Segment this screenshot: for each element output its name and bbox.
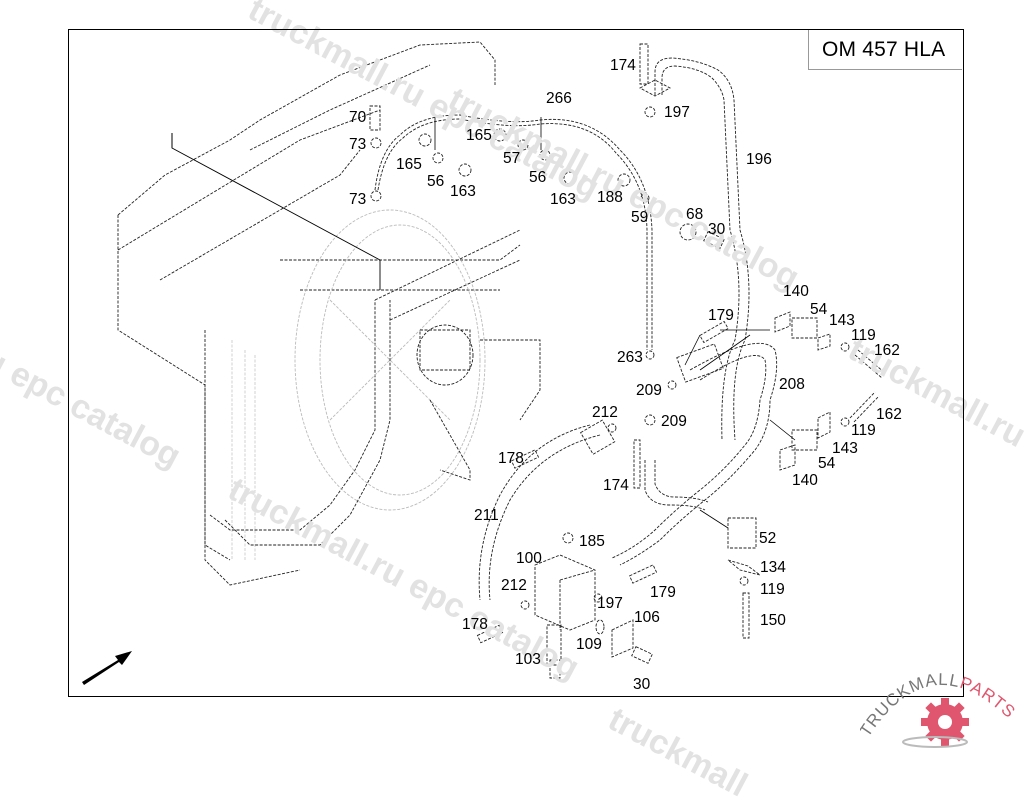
callout-30[interactable]: 30 <box>633 676 651 693</box>
fan-hub <box>416 324 541 481</box>
callout-103[interactable]: 103 <box>515 651 541 668</box>
diagram-frame <box>68 29 964 697</box>
callout-119[interactable]: 119 <box>851 422 876 439</box>
callout-197[interactable]: 197 <box>664 104 690 121</box>
callout-263[interactable]: 263 <box>617 349 643 366</box>
callout-174[interactable]: 174 <box>610 57 636 74</box>
callout-211[interactable]: 211 <box>474 507 499 524</box>
callout-179[interactable]: 179 <box>708 307 734 324</box>
callout-109[interactable]: 109 <box>576 636 602 653</box>
valve-103 <box>546 624 562 679</box>
callout-212[interactable]: 212 <box>592 404 618 421</box>
callout-197[interactable]: 197 <box>597 595 623 612</box>
orientation-arrow-icon <box>82 651 132 685</box>
callout-143[interactable]: 143 <box>832 440 858 457</box>
callout-57[interactable]: 57 <box>503 150 521 167</box>
truckmallparts-logo: TRUCKMALLPARTS <box>856 660 1024 750</box>
callout-185[interactable]: 185 <box>579 533 605 550</box>
parts-diagram-drawing <box>82 41 886 685</box>
callout-70[interactable]: 70 <box>349 109 367 126</box>
callout-56[interactable]: 56 <box>427 173 445 190</box>
callout-68[interactable]: 68 <box>686 206 704 223</box>
callout-100[interactable]: 100 <box>516 550 542 567</box>
callout-73[interactable]: 73 <box>349 136 367 153</box>
callout-174[interactable]: 174 <box>603 477 629 494</box>
callout-56[interactable]: 56 <box>529 169 547 186</box>
hose-211 <box>478 424 601 601</box>
callout-209[interactable]: 209 <box>636 382 662 399</box>
pipe-174 <box>644 460 709 511</box>
callout-208[interactable]: 208 <box>779 376 805 393</box>
callout-73[interactable]: 73 <box>349 191 367 208</box>
callout-30[interactable]: 30 <box>708 221 726 238</box>
callout-59[interactable]: 59 <box>631 209 649 226</box>
callout-106[interactable]: 106 <box>634 609 660 626</box>
callout-163[interactable]: 163 <box>550 191 576 208</box>
callout-209[interactable]: 209 <box>661 413 687 430</box>
callout-140[interactable]: 140 <box>792 472 818 489</box>
leader-lines <box>434 117 796 529</box>
pipe-208 <box>611 342 778 566</box>
callout-143[interactable]: 143 <box>829 312 855 329</box>
callout-178[interactable]: 178 <box>498 450 524 467</box>
callout-52[interactable]: 52 <box>759 530 777 547</box>
callout-165[interactable]: 165 <box>466 127 492 144</box>
callout-150[interactable]: 150 <box>760 612 786 629</box>
callout-163[interactable]: 163 <box>450 183 476 200</box>
callout-212[interactable]: 212 <box>501 577 527 594</box>
logo-text-accent: PARTS <box>958 673 1020 722</box>
model-title: OM 457 HLA <box>822 38 946 61</box>
callout-162[interactable]: 162 <box>874 342 900 359</box>
callout-266[interactable]: 266 <box>546 90 572 107</box>
callout-162[interactable]: 162 <box>876 406 902 423</box>
pipe-196 <box>654 57 750 441</box>
radiator-frame-assembly <box>117 41 521 586</box>
model-title-box: OM 457 HLA <box>808 30 962 70</box>
callout-119[interactable]: 119 <box>760 581 785 598</box>
callout-54[interactable]: 54 <box>818 455 836 472</box>
callout-188[interactable]: 188 <box>597 189 623 206</box>
callout-178[interactable]: 178 <box>462 616 488 633</box>
callout-140[interactable]: 140 <box>783 283 809 300</box>
callout-54[interactable]: 54 <box>810 301 828 318</box>
block-100 <box>534 554 596 631</box>
callout-179[interactable]: 179 <box>650 584 676 601</box>
callout-165[interactable]: 165 <box>396 156 422 173</box>
pipe-266 <box>374 114 653 350</box>
callout-196[interactable]: 196 <box>746 151 772 168</box>
callout-119[interactable]: 119 <box>851 327 876 344</box>
callout-134[interactable]: 134 <box>760 559 786 576</box>
